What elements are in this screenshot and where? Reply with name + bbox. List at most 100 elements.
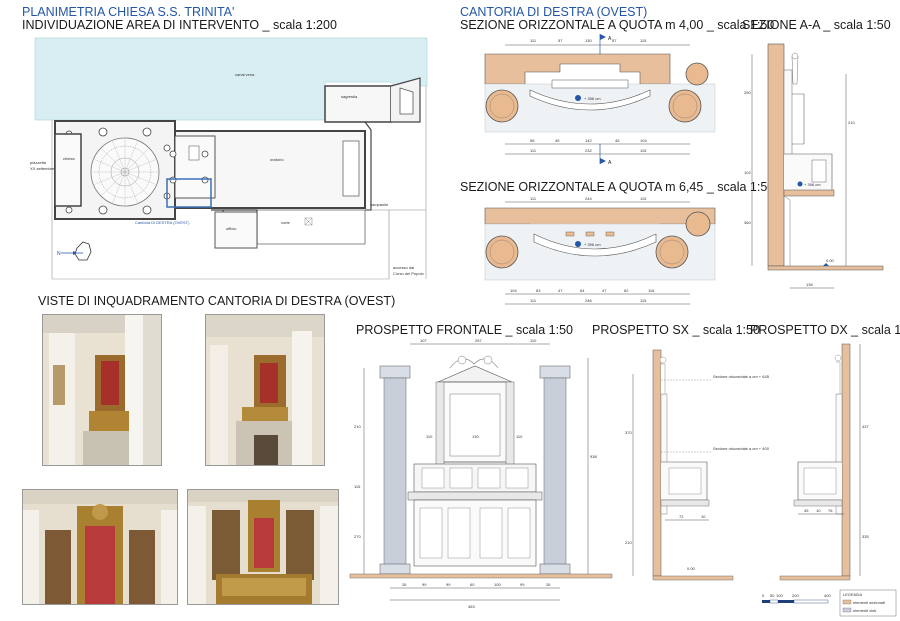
dim: 437 — [862, 424, 869, 429]
cut-a-top: A — [608, 36, 612, 42]
note-sez-645: Sezione orizzontale a cm + 645 — [713, 374, 770, 379]
campanile-label: campanile — [370, 202, 389, 207]
scale-bar: 0 50 100 200 400 — [762, 593, 831, 604]
dim: 99 — [446, 582, 451, 587]
north-label: N — [57, 251, 61, 257]
aa-level: + 396 cm — [804, 182, 821, 187]
dim: 360 — [744, 220, 751, 225]
dim: 26 — [546, 582, 551, 587]
photo-view-2 — [205, 314, 325, 466]
scale-tick: 200 — [792, 593, 799, 598]
dim: 210 — [625, 540, 632, 545]
dim: 100 — [494, 582, 501, 587]
dim: 110 — [516, 434, 523, 439]
front-column-left — [379, 365, 411, 575]
dim: 257 — [475, 338, 482, 343]
dim: 335 — [862, 534, 869, 539]
dim: 45 — [804, 508, 809, 513]
sx-zero: 0.00 — [687, 566, 696, 571]
dim: 10 — [701, 514, 706, 519]
dim: 115 — [354, 484, 361, 489]
sagrestia-wall — [324, 85, 392, 123]
dim: 26 — [402, 582, 407, 587]
dim: 130 — [585, 38, 592, 43]
section-aa: + 396 cm 0.00 250 102 360 210 136 — [744, 43, 884, 289]
dim: 60 — [470, 582, 475, 587]
s400-section-fill — [484, 53, 671, 85]
dim: 104 — [510, 288, 517, 293]
dim: 64 — [580, 288, 585, 293]
scale-tick: 400 — [824, 593, 831, 598]
viste-title: VISTE DI INQUADRAMENTO CANTORIA DI DESTR… — [38, 294, 396, 308]
dim: 232 — [585, 148, 592, 153]
dim: 130 — [472, 434, 479, 439]
s645-column-right — [655, 235, 689, 269]
cantoria-highlight — [166, 178, 212, 208]
front-column-right — [539, 365, 571, 575]
s645-column-left — [485, 235, 519, 269]
dim: 142 — [585, 138, 592, 143]
dim: 210 — [354, 424, 361, 429]
dim: 10 — [816, 508, 821, 513]
plan-subtitle: INDIVIDUAZIONE AREA DI INTERVENTO _ scal… — [22, 18, 337, 32]
cut-a-bottom: A — [608, 160, 612, 166]
sezione-400-title: SEZIONE ORIZZONTALE A QUOTA m 4,00 _ sca… — [460, 18, 775, 32]
dx-wall-fill — [841, 343, 851, 577]
dim: 76 — [828, 508, 833, 513]
sezione-645-title: SEZIONE ORIZZONTALE A QUOTA m 6,45 _ sca… — [460, 180, 775, 194]
dim: 110 — [426, 434, 433, 439]
prospetto-sx-title: PROSPETTO SX _ scala 1:50 — [592, 323, 760, 337]
dim: 111 — [530, 298, 537, 303]
dim: 56 — [530, 138, 535, 143]
prospetto-dx-title: PROSPETTO DX _ scala 1:50 — [750, 323, 900, 337]
dim: 115 — [640, 38, 647, 43]
dim: 270 — [354, 534, 361, 539]
dim: 47 — [558, 288, 563, 293]
dim: 110 — [530, 338, 537, 343]
plan-title: PLANIMETRIA CHIESA S.S. TRINITA' — [22, 5, 235, 19]
dim: 63 — [536, 288, 541, 293]
sagrestia-label: sagrestia — [341, 94, 358, 99]
site-plan: canal vena chiesa piazzetta XX settembre… — [30, 37, 428, 280]
dim: 99 — [422, 582, 427, 587]
dim: 99 — [520, 582, 525, 587]
piazzetta-label: piazzetta — [30, 160, 47, 165]
s400-column-left — [485, 89, 519, 123]
cantoria-title: CANTORIA DI DESTRA (OVEST) — [460, 5, 648, 19]
s645-level: + 396 cm — [584, 242, 601, 247]
dim: 136 — [806, 282, 813, 287]
prospetto-sx: 370 210 72 10 0.00 Sezione orizzontale a… — [625, 349, 770, 581]
dim: 938 — [590, 454, 597, 459]
dim: 116 — [648, 288, 655, 293]
north-arrow-icon — [61, 241, 92, 261]
dim: 115 — [640, 148, 647, 153]
dim: 57 — [558, 38, 563, 43]
cantoria-plan-label: Cantoria Di DESTRA (OVEST) — [135, 220, 190, 225]
dim: 111 — [530, 148, 537, 153]
chiesa-label: chiesa — [63, 156, 75, 161]
dim: 115 — [640, 196, 647, 201]
accesso-label: accesso dal — [393, 265, 414, 270]
dim: 57 — [612, 38, 617, 43]
legend: LEGENDA elementi sezionati elementi vist… — [839, 589, 897, 617]
legend-item-1: elementi sezionati — [853, 600, 885, 605]
dim: 62 — [624, 288, 629, 293]
dim: 72 — [679, 514, 684, 519]
ufficio-label: ufficio — [226, 226, 237, 231]
oratorio-label: oratorio — [270, 157, 284, 162]
dim: 246 — [585, 298, 592, 303]
dim: 115 — [640, 298, 647, 303]
photo-view-1 — [42, 314, 162, 466]
section-400: 111 57 130 57 115 A + 396 cm A 56 45 142… — [484, 34, 716, 166]
corte-label: corte — [281, 220, 291, 225]
prospetto-frontale-title: PROSPETTO FRONTALE _ scala 1:50 — [356, 323, 573, 337]
dim: 102 — [744, 170, 751, 175]
sezione-aa-title: SEZIONE A-A _ scala 1:50 — [742, 18, 891, 32]
dim: 45 — [555, 138, 560, 143]
dim: 463 — [468, 604, 475, 609]
scale-tick: 100 — [776, 593, 783, 598]
prospetto-dx: 437 335 45 10 76 — [779, 343, 869, 581]
photo-view-3 — [22, 489, 178, 605]
aa-wall-fill — [767, 43, 785, 267]
scale-tick: 50 — [770, 593, 775, 598]
